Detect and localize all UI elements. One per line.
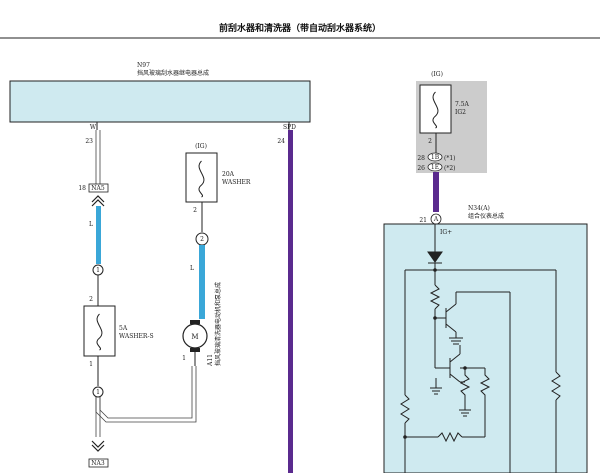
page-title: 前刮水器和清洗器（带自动刮水器系统） (219, 22, 381, 34)
n34-pin-letter: A (433, 216, 439, 223)
jc-pin-2-note: (*2) (444, 165, 456, 172)
blue-wire-motor (199, 245, 205, 319)
fuse-washer-s-rating: 5A (119, 325, 128, 332)
jc-pin-2-conn: 1E (431, 164, 439, 171)
wire-to-motor-a (99, 366, 193, 419)
fuse-ig2-rating: 7.5A (455, 101, 470, 108)
blue-wire-upper (96, 206, 101, 264)
wire-color-l-upper: L (89, 221, 93, 228)
motor-top-cap (190, 320, 200, 324)
jc-pin-1-note: (*1) (444, 155, 456, 162)
ig-right-label: (IG) (431, 71, 443, 78)
fuse-ig2-pin: 2 (428, 138, 432, 145)
fuse-washer-icon (198, 160, 205, 198)
wire-to-motor-b (95, 366, 197, 423)
jc-pin-1-connector (427, 152, 443, 162)
na5-connector-label: NA5 (91, 185, 105, 192)
n34-name: 组合仪表总成 (468, 212, 504, 220)
joint-washer-pin: 2 (200, 236, 204, 243)
jc-pin-1-conn: 1B (431, 154, 440, 161)
n97-name: 挡风玻璃刮水器继电器总成 (137, 69, 209, 77)
node-4 (403, 435, 407, 439)
n34-code: N34(A) (468, 205, 490, 212)
ig-wire-purple (433, 172, 439, 212)
spd-wire-purple (288, 130, 293, 473)
fuse-washer-pin: 2 (193, 207, 197, 214)
n97-pin-w-number: 23 (85, 138, 93, 145)
motor-symbol: M (191, 333, 198, 341)
n97-pin-spd-number: 24 (277, 138, 285, 145)
splice-bottom-pin: 1 (96, 389, 100, 396)
jc-pin-2-number: 26 (417, 165, 425, 172)
n97-pin-w-label: W (90, 124, 97, 131)
motor-name: 挡风玻璃清洗器电动机和泵总成 (214, 282, 222, 366)
n97-pin-spd-label: SPD (283, 124, 296, 131)
na3-connector-label: NA3 (91, 460, 105, 467)
fuse-washer-s-pin-bottom: 1 (89, 361, 93, 368)
na5-chevron-icon (91, 195, 105, 207)
meter-internal-circuit (400, 224, 561, 473)
fuse-washer-s-box (83, 305, 116, 357)
wire-color-l-mid: L (190, 265, 194, 272)
na5-connector-box (88, 183, 109, 193)
motor-bottom-cap (190, 348, 200, 352)
node-3 (463, 366, 467, 370)
jc-pin-1-number: 28 (417, 155, 425, 162)
n34-pin-number: 21 (419, 217, 427, 224)
fuse-ig2-icon (432, 91, 439, 129)
ig-left-label: (IG) (195, 143, 207, 150)
fuse-washer-name: WASHER (222, 179, 251, 186)
jc-pin-2-connector (427, 162, 443, 172)
na5-pin-number: 18 (78, 185, 86, 192)
splice-bottom (92, 386, 104, 398)
n97-relay-box (9, 80, 311, 123)
node-2 (433, 316, 437, 320)
fuse-washer-s-pin-top: 2 (89, 296, 93, 303)
fuse-washer-rating: 20A (222, 171, 235, 178)
n97-code: N97 (137, 62, 150, 69)
motor-pin: 1 (182, 355, 186, 362)
fuse-washer-s-icon (96, 313, 103, 351)
node-1 (433, 268, 437, 272)
fuse-washer-s-name: WASHER-S (119, 333, 154, 340)
motor-code: A11 (207, 354, 214, 367)
na3-connector-box (88, 458, 109, 468)
n34-pin-name: IG+ (440, 229, 452, 236)
na3-chevron-icon (91, 440, 105, 452)
splice-top-pin: 1 (96, 267, 100, 274)
fuse-ig2-name: IG2 (455, 109, 466, 116)
